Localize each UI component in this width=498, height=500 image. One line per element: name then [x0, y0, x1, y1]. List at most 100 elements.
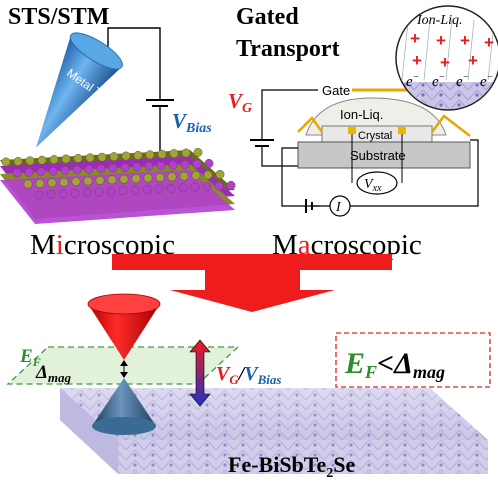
surface-atom — [1, 157, 11, 167]
surface-atom — [106, 186, 116, 196]
surface-atom — [107, 175, 117, 185]
surface-atom — [119, 174, 129, 184]
surface-atom — [72, 165, 82, 175]
surface-atom — [108, 163, 118, 173]
surface-atom — [144, 161, 154, 171]
surface-atom — [192, 159, 202, 169]
surface-atom — [226, 180, 236, 190]
surface-atom — [180, 160, 190, 170]
tuning-double-arrow — [189, 339, 211, 407]
cation-plus: + — [460, 31, 470, 50]
transport-panel: Gated Transport Gate VG Ion-Liq. Crystal… — [228, 4, 479, 261]
inset-label: Ion-Liq. — [416, 13, 463, 28]
gold-lead-right — [431, 114, 471, 137]
crystal-contact-left — [348, 127, 356, 134]
surface-atom — [181, 148, 191, 158]
bias-voltage-label: VBias — [172, 109, 212, 136]
surface-atom — [85, 153, 95, 163]
surface-atom — [142, 185, 152, 195]
lower-cone-base — [92, 417, 156, 435]
cation-plus: + — [468, 51, 478, 70]
surface-atom — [59, 177, 69, 187]
surface-atom — [167, 172, 177, 182]
surface-atom — [191, 171, 201, 181]
gap-arrow-heads — [120, 360, 128, 378]
surface-atom — [109, 152, 119, 162]
surface-atom — [156, 161, 166, 171]
substrate-layer — [297, 141, 471, 169]
surface-atom — [24, 167, 34, 177]
cation-plus: + — [436, 31, 446, 50]
surface-atom — [34, 190, 44, 200]
current-loop-left — [281, 147, 320, 207]
transport-title-line1: Gated — [236, 4, 299, 30]
surface-atom — [13, 156, 23, 166]
gate-voltage-label: VG — [228, 89, 252, 116]
surface-atom — [58, 189, 68, 199]
surface-atom — [96, 164, 106, 174]
surface-atom — [36, 167, 46, 177]
surface-atom — [35, 178, 45, 188]
surface-atom — [145, 150, 155, 160]
surface-atom — [204, 158, 214, 168]
crystal-contact-right — [398, 127, 406, 134]
surface-atom — [168, 160, 178, 170]
lower-dirac-cone — [92, 378, 156, 426]
gold-lead-left — [297, 116, 324, 133]
surface-atom — [214, 181, 224, 191]
surface-atom — [143, 173, 153, 183]
tuning-label: VG/VBias — [216, 363, 281, 387]
surface-atom — [132, 162, 142, 172]
surface-atom — [83, 176, 93, 186]
surface-atom — [60, 166, 70, 176]
transport-title-line2: Transport — [236, 36, 340, 62]
upper-dirac-cone — [88, 304, 160, 360]
surface-atom — [131, 174, 141, 184]
surface-atom — [48, 166, 58, 176]
cation-plus: + — [412, 51, 422, 70]
surface-atom — [70, 188, 80, 198]
surface-atom — [37, 155, 47, 165]
material-label: Fe-BiSbTe2Se — [228, 452, 355, 481]
surface-atom — [155, 172, 165, 182]
surface-atom — [166, 183, 176, 193]
vxx-label: Vxx — [364, 177, 382, 194]
surface-atom — [84, 164, 94, 174]
surface-atom — [157, 149, 167, 159]
surface-atom — [178, 183, 188, 193]
surface-atom — [169, 149, 179, 159]
ion-liquid-inset: Ion-Liq. +++++++ e−e−e−e− — [395, 5, 498, 111]
cation-plus: + — [410, 29, 420, 48]
surface-atom — [202, 182, 212, 192]
surface-atom — [121, 151, 131, 161]
convergence-arrow — [112, 254, 392, 312]
slab-side — [60, 388, 118, 474]
surface-atom — [133, 150, 143, 160]
surface-atom — [46, 189, 56, 199]
dirac-cone-panel: EF Δmag VG/VBias EF<Δmag Fe-BiSbTe2Se — [6, 293, 491, 481]
surface-atom — [95, 175, 105, 185]
vxx-meter — [356, 171, 398, 195]
surface-atom — [120, 163, 130, 173]
surface-atom — [82, 188, 92, 198]
surface-atom — [130, 185, 140, 195]
surface-atom — [179, 171, 189, 181]
current-label: I — [335, 200, 342, 215]
surface-atom — [118, 186, 128, 196]
surface-atom — [94, 187, 104, 197]
surface-atom — [25, 156, 35, 166]
condition-box — [335, 332, 491, 388]
vg-return-wire — [261, 146, 298, 167]
surface-atom — [193, 147, 203, 157]
metal-tip — [35, 32, 123, 148]
fermi-energy-label: EF — [19, 346, 41, 369]
condition-expression: EF<Δmag — [344, 347, 445, 382]
surface-atom — [71, 177, 81, 187]
surface-atom — [61, 154, 71, 164]
mag-gap-label: Δmag — [35, 362, 72, 385]
surface-atom — [49, 155, 59, 165]
surface-atom — [97, 152, 107, 162]
gate-label: Gate — [322, 83, 350, 98]
surface-atom — [47, 178, 57, 188]
